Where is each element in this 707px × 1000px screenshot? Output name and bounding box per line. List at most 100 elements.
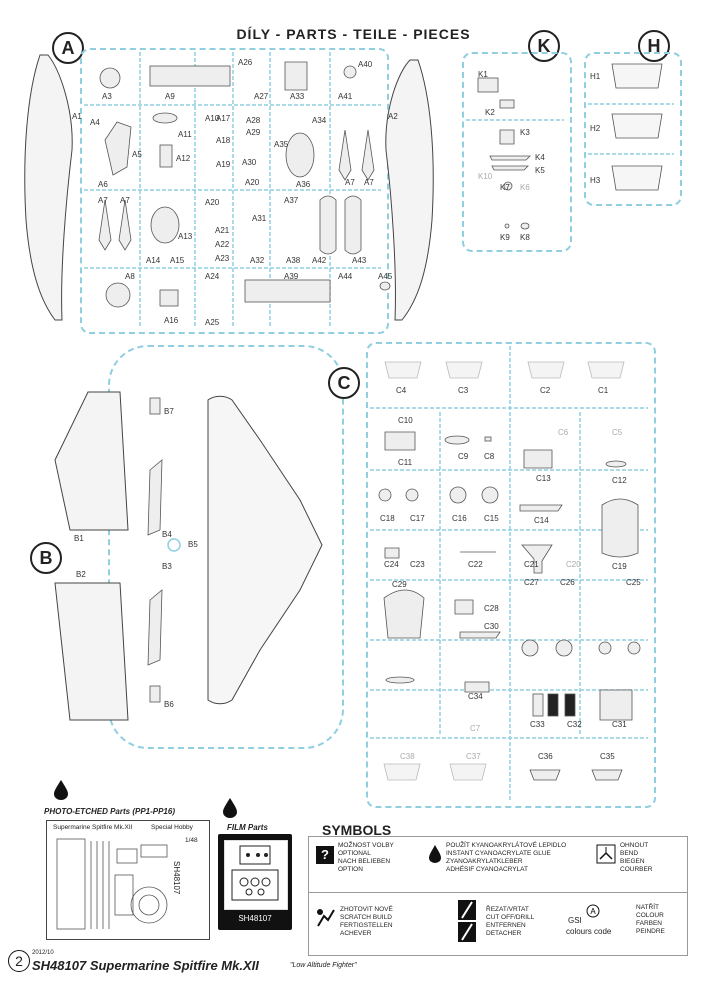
part-label: K4 (535, 153, 545, 162)
part-label: A43 (352, 256, 367, 265)
part-label: C29 (392, 580, 407, 589)
part-label: A44 (338, 272, 353, 281)
photo-etched-label: PHOTO-ETCHED Parts (PP1-PP16) (44, 807, 175, 816)
part-label: C4 (396, 386, 407, 395)
part-label: C3 (458, 386, 469, 395)
part-label: A1 (72, 112, 82, 121)
part-label: C9 (458, 452, 469, 461)
sprue-a-frame (80, 48, 389, 334)
part-label: A24 (205, 272, 220, 281)
part-label: C34 (468, 692, 483, 701)
part-label: B7 (164, 407, 174, 416)
part-label: C2 (540, 386, 551, 395)
part-label: C28 (484, 604, 499, 613)
sprue-b-letter: B (30, 542, 62, 574)
part-label: K1 (478, 70, 488, 79)
film-sheet: SH48107 (218, 834, 292, 930)
symbol-cut-text: ŘEZAT/VRTAT CUT OFF/DRILL ENTFERNEN DETA… (486, 906, 535, 937)
sprue-c-letter: C (328, 367, 360, 399)
part-label: A10 (205, 114, 220, 123)
part-label: A23 (215, 254, 230, 263)
part-label: K6 (520, 183, 530, 192)
part-label: A42 (312, 256, 327, 265)
glue-drop-icon (429, 845, 441, 863)
part-label: A26 (238, 58, 253, 67)
part-label: A37 (284, 196, 299, 205)
part-label: A35 (274, 140, 289, 149)
part-label: C15 (484, 514, 499, 523)
footer-date: 2012/10 (32, 950, 54, 956)
part-label: C27 (524, 578, 539, 587)
part-label: C33 (530, 720, 545, 729)
part-label: K5 (535, 166, 545, 175)
symbols-title: SYMBOLS (322, 822, 392, 838)
part-label: A31 (252, 214, 267, 223)
part-label: A25 (205, 318, 220, 327)
part-label: A29 (246, 128, 261, 137)
sprue-c-frame (366, 342, 656, 808)
sprue-h-frame (584, 52, 682, 206)
part-label: A16 (164, 316, 179, 325)
part-label: C21 (524, 560, 539, 569)
part-label: A9 (165, 92, 175, 101)
glue-drop-icon (223, 798, 237, 818)
part-label: A38 (286, 256, 301, 265)
question-icon: ? (316, 846, 334, 864)
part-label: A28 (246, 116, 261, 125)
part-label: A13 (178, 232, 193, 241)
part-label: C24 (384, 560, 399, 569)
part-label: H1 (590, 72, 601, 81)
part-label: C10 (398, 416, 413, 425)
part-label: C18 (380, 514, 395, 523)
part-label: C36 (538, 752, 553, 761)
part-label: A33 (290, 92, 305, 101)
part-label: A22 (215, 240, 230, 249)
part-label: A14 (146, 256, 161, 265)
part-label: H3 (590, 176, 601, 185)
part-label: A32 (250, 256, 265, 265)
part-label: A34 (312, 116, 327, 125)
part-label: B3 (162, 562, 172, 571)
page-number: 2 (8, 950, 30, 972)
sprue-k-frame (462, 52, 572, 252)
part-label: A17 (216, 114, 231, 123)
svg-text:A: A (590, 907, 596, 916)
paint-icon: A (586, 904, 600, 918)
part-label: A7 (345, 178, 355, 187)
symbols-table (308, 836, 688, 956)
fret-title: Supermarine Spitfire Mk.XII (53, 824, 133, 831)
part-label: C6 (558, 428, 569, 437)
symbol-paint-text: NATŘÍT COLOUR FARBEN PEINDRE (636, 904, 665, 935)
symbol-bend-text: OHNOUT BEND BIEGEN COURBER (620, 842, 653, 873)
sprue-a-letter: A (52, 32, 84, 64)
part-label: C13 (536, 474, 551, 483)
sprue-b-frame (108, 345, 344, 749)
scratch-build-icon (317, 909, 335, 927)
part-label: C5 (612, 428, 623, 437)
part-label: C25 (626, 578, 641, 587)
part-label: C32 (567, 720, 582, 729)
part-label: K9 (500, 233, 510, 242)
part-label: C19 (612, 562, 627, 571)
part-label: K7 (500, 183, 510, 192)
fret-scale: 1/48 (185, 837, 198, 844)
film-code: SH48107 (238, 914, 272, 923)
part-label: C11 (398, 458, 413, 467)
part-label: A45 (378, 272, 393, 281)
part-label: A18 (216, 136, 231, 145)
part-label: K10 (478, 172, 493, 181)
part-label: C23 (410, 560, 425, 569)
part-label: C8 (484, 452, 495, 461)
part-label: A20 (245, 178, 260, 187)
part-label: A39 (284, 272, 299, 281)
footer-subtitle: "Low Altitude Fighter" (290, 962, 357, 969)
part-label: A8 (125, 272, 135, 281)
part-label: B5 (188, 540, 198, 549)
gsi-label: GSI (568, 916, 582, 925)
part-label: C31 (612, 720, 627, 729)
photo-etched-fret: Supermarine Spitfire Mk.XII Special Hobb… (46, 820, 210, 940)
